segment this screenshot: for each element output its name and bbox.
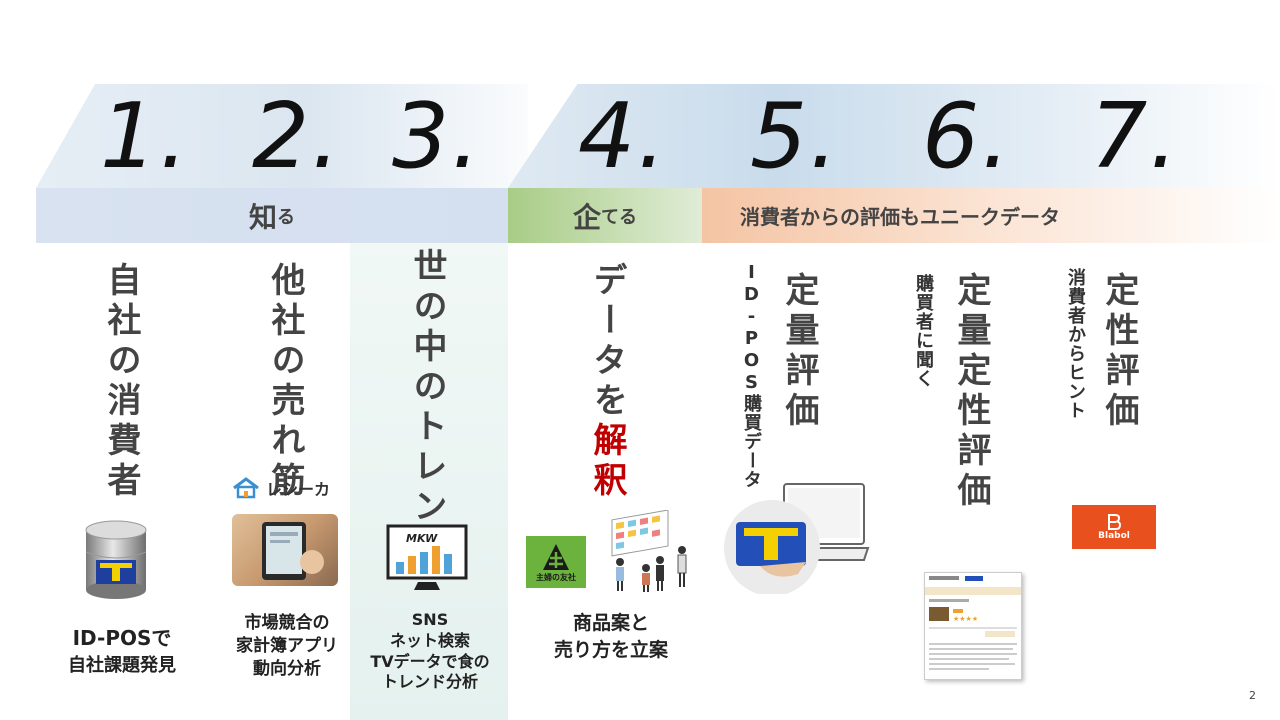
column-3-caption: SNS ネット検索 TVデータで食の トレンド分析 [356,610,504,693]
tree-logo-icon [543,543,569,570]
number-banner-left [36,84,528,188]
column-7-subtitle: 消費者からヒント [1065,268,1086,420]
column-7-title: 定性評価 [1099,272,1139,432]
step-number-3: 3. [392,84,482,189]
database-t-icon [84,520,148,600]
blabol-mark-icon [1108,514,1122,530]
category-plan: 企てる [508,188,702,243]
meeting-whiteboard-illustration [600,509,692,594]
step-number-5: 5. [750,84,840,189]
reshika-logo: レシーカ [232,476,330,500]
column-1-caption-line-2: 自社課題発見 [68,655,176,676]
column-4-title-part-1: データを [587,262,627,422]
number-banner-right [508,84,1280,188]
column-3-background [350,243,508,720]
column-4-caption-line-1: 商品案と [572,612,649,634]
category-eval: 消費者からの評価もユニークデータ [702,188,1280,243]
blabol-logo: Blabol [1072,505,1156,549]
step-number-1: 1. [100,84,190,189]
shufunotomo-logo: 主婦の友社 [526,536,586,588]
category-plan-big: 企 [572,200,601,234]
column-3-caption-line-3: TVデータで食の [370,651,490,671]
step-number-6: 6. [922,84,1012,189]
column-3-title: 世の中のトレンド [407,248,447,568]
column-4-title-part-2: 解釈 [587,422,627,502]
column-3-caption-line-4: トレンド分析 [381,672,478,692]
column-4-caption: 商品案と 売り方を立案 [526,610,696,663]
column-2-title: 他社の売れ筋 [265,262,305,502]
column-6-subtitle: 購買者に聞く [913,274,934,388]
shufunotomo-logo-text: 主婦の友社 [536,572,576,582]
category-know: 知る [36,188,508,243]
column-3-caption-line-2: ネット検索 [389,630,470,650]
column-2-caption: 市場競合の 家計簿アプリ 動向分析 [218,612,356,681]
monitor-logo-text: MKW [406,532,438,545]
reshika-logo-text: レシーカ [266,480,331,499]
svg-text:★★★★: ★★★★ [953,615,978,623]
category-plan-small: てる [601,206,637,228]
review-app-screenshot: ★★★★ [924,572,1022,680]
column-3-caption-line-1: SNS [411,610,449,629]
phone-photo [232,514,338,586]
category-know-big: 知 [248,200,277,234]
monitor-chart-icon: MKW [386,524,468,592]
page-number: 2 [1249,689,1256,702]
column-2-caption-line-3: 動向分析 [253,658,321,679]
category-eval-label: 消費者からの評価もユニークデータ [740,205,1060,229]
column-1-title: 自社の消費者 [101,262,141,502]
step-number-7: 7. [1090,84,1180,189]
column-6-title: 定量定性評価 [951,272,991,512]
column-2-caption-line-2: 家計簿アプリ [236,635,338,656]
column-4-caption-line-2: 売り方を立案 [553,638,668,661]
column-4-title: データを解釈 [587,262,627,502]
column-5-title: 定量評価 [779,272,819,432]
column-1-caption-line-1: ID-POSで [72,626,172,650]
column-1-caption: ID-POSで 自社課題発見 [52,622,192,677]
house-icon [233,477,259,499]
blabol-logo-text: Blabol [1098,531,1130,541]
column-2-caption-line-1: 市場競合の [244,613,330,633]
step-number-2: 2. [252,84,342,189]
tcard-computer-illustration [722,482,872,596]
column-5-subtitle: ID-POS購買データ [741,262,762,489]
step-number-4: 4. [578,84,668,189]
category-know-small: る [277,206,295,228]
